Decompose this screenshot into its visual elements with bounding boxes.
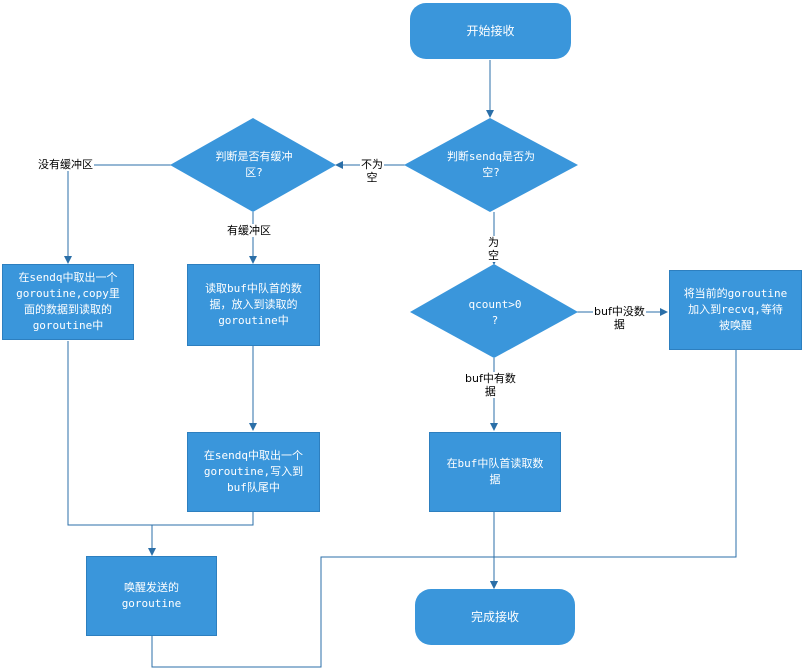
edge-enqueue-to-finish <box>494 350 737 558</box>
decision-has-buffer-text: 判断是否有缓冲 区? <box>215 150 293 179</box>
decision-sendq-empty-text: 判断sendq是否为 空? <box>446 150 536 179</box>
label-has-buffer: 有缓冲区 <box>226 224 272 237</box>
label-buf-has-data: buf中有数 据 <box>464 372 517 398</box>
edge-no-buffer-to-wake <box>67 341 152 526</box>
label-no-buffer: 没有缓冲区 <box>37 158 94 171</box>
start-node: 开始接收 <box>410 3 571 59</box>
process-enqueue-recvq: 将当前的goroutine 加入到recvq,等待 被唤醒 <box>669 270 802 350</box>
decision-sendq-empty <box>404 118 578 212</box>
process-read-buf-data: 在buf中队首读取数 据 <box>429 432 561 512</box>
process-write-buf-tail: 在sendq中取出一个 goroutine,写入到 buf队尾中 <box>187 432 320 512</box>
label-not-empty: 不为 空 <box>360 158 384 184</box>
process-no-buffer-copy: 在sendq中取出一个 goroutine,copy里 面的数据到读取的 gor… <box>2 264 134 340</box>
finish-node: 完成接收 <box>415 589 575 645</box>
decision-qcount-text: qcount>0 ? <box>468 298 522 327</box>
decision-qcount <box>410 264 578 358</box>
edge-no-buffer <box>64 164 171 264</box>
edge-write-to-wake <box>148 512 254 556</box>
label-buf-no-data: buf中没数 据 <box>593 305 646 331</box>
decision-has-buffer <box>170 118 336 212</box>
label-empty: 为 空 <box>487 236 500 262</box>
process-read-buf-head: 读取buf中队首的数 据，放入到读取的 goroutine中 <box>187 264 320 346</box>
process-wake-sender: 唤醒发送的 goroutine <box>86 556 217 636</box>
